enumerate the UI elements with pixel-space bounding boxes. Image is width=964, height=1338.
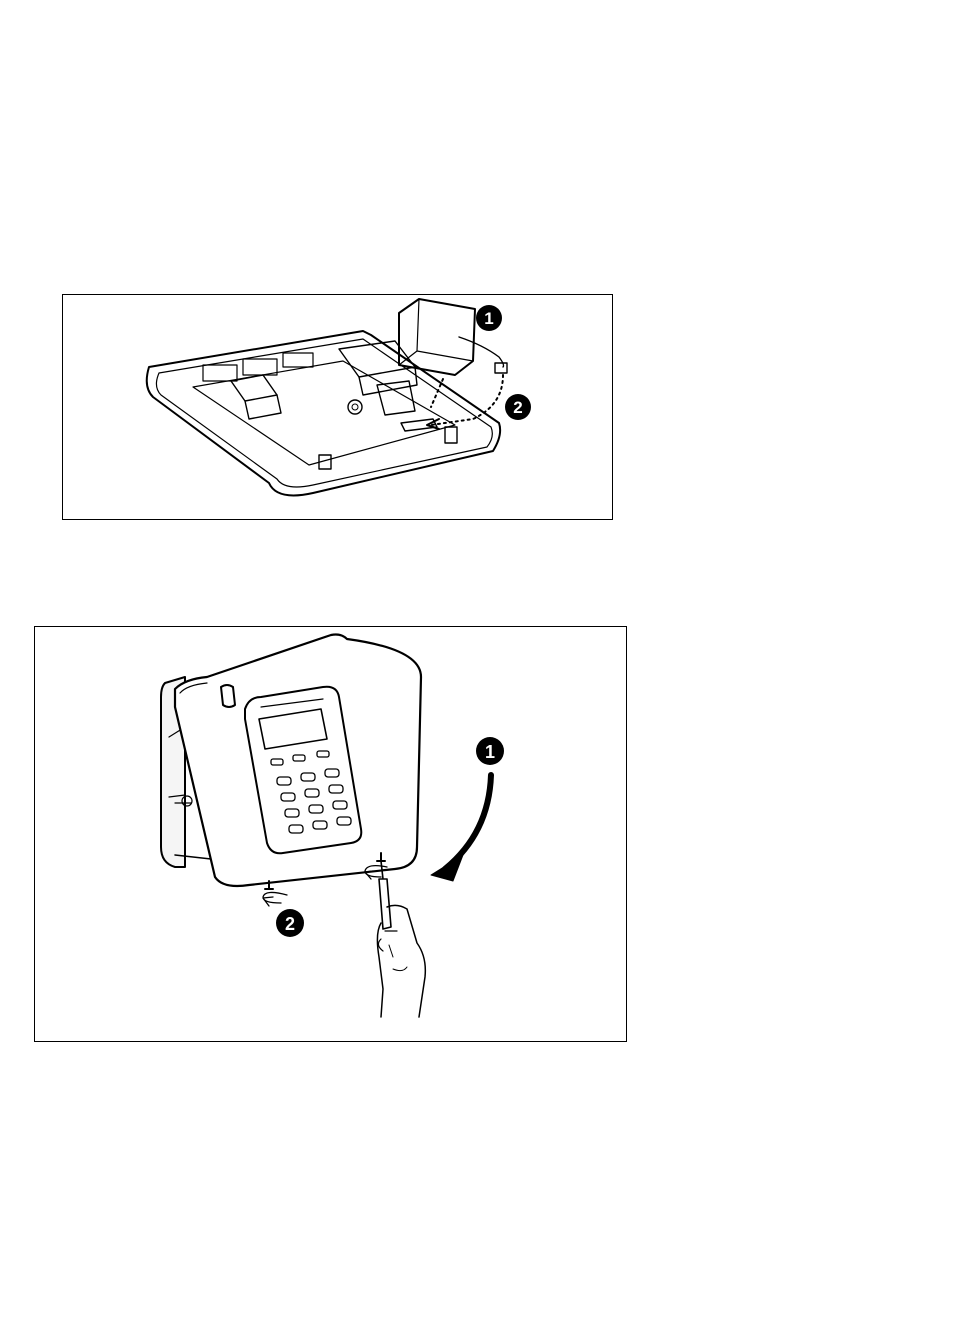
callout-2-badge: 2 xyxy=(505,394,531,420)
callout-1-badge: 1 xyxy=(476,737,504,765)
svg-text:1: 1 xyxy=(484,309,493,328)
front-cover xyxy=(175,635,421,887)
svg-text:2: 2 xyxy=(513,398,522,417)
callout-1-badge: 1 xyxy=(476,305,502,331)
svg-text:1: 1 xyxy=(485,742,495,762)
base-tray-outline xyxy=(147,331,500,495)
battery-installation-figure: 1 2 xyxy=(62,294,613,520)
hand xyxy=(377,905,425,1017)
battery-installation-illustration: 1 2 xyxy=(63,295,612,519)
svg-text:2: 2 xyxy=(285,914,295,934)
front-cover-closing-figure: 1 2 xyxy=(34,626,627,1042)
front-cover-illustration: 1 2 xyxy=(35,627,626,1041)
battery-pack xyxy=(399,299,475,375)
closing-direction-arrow xyxy=(445,775,491,869)
callout-2-badge: 2 xyxy=(276,909,304,937)
